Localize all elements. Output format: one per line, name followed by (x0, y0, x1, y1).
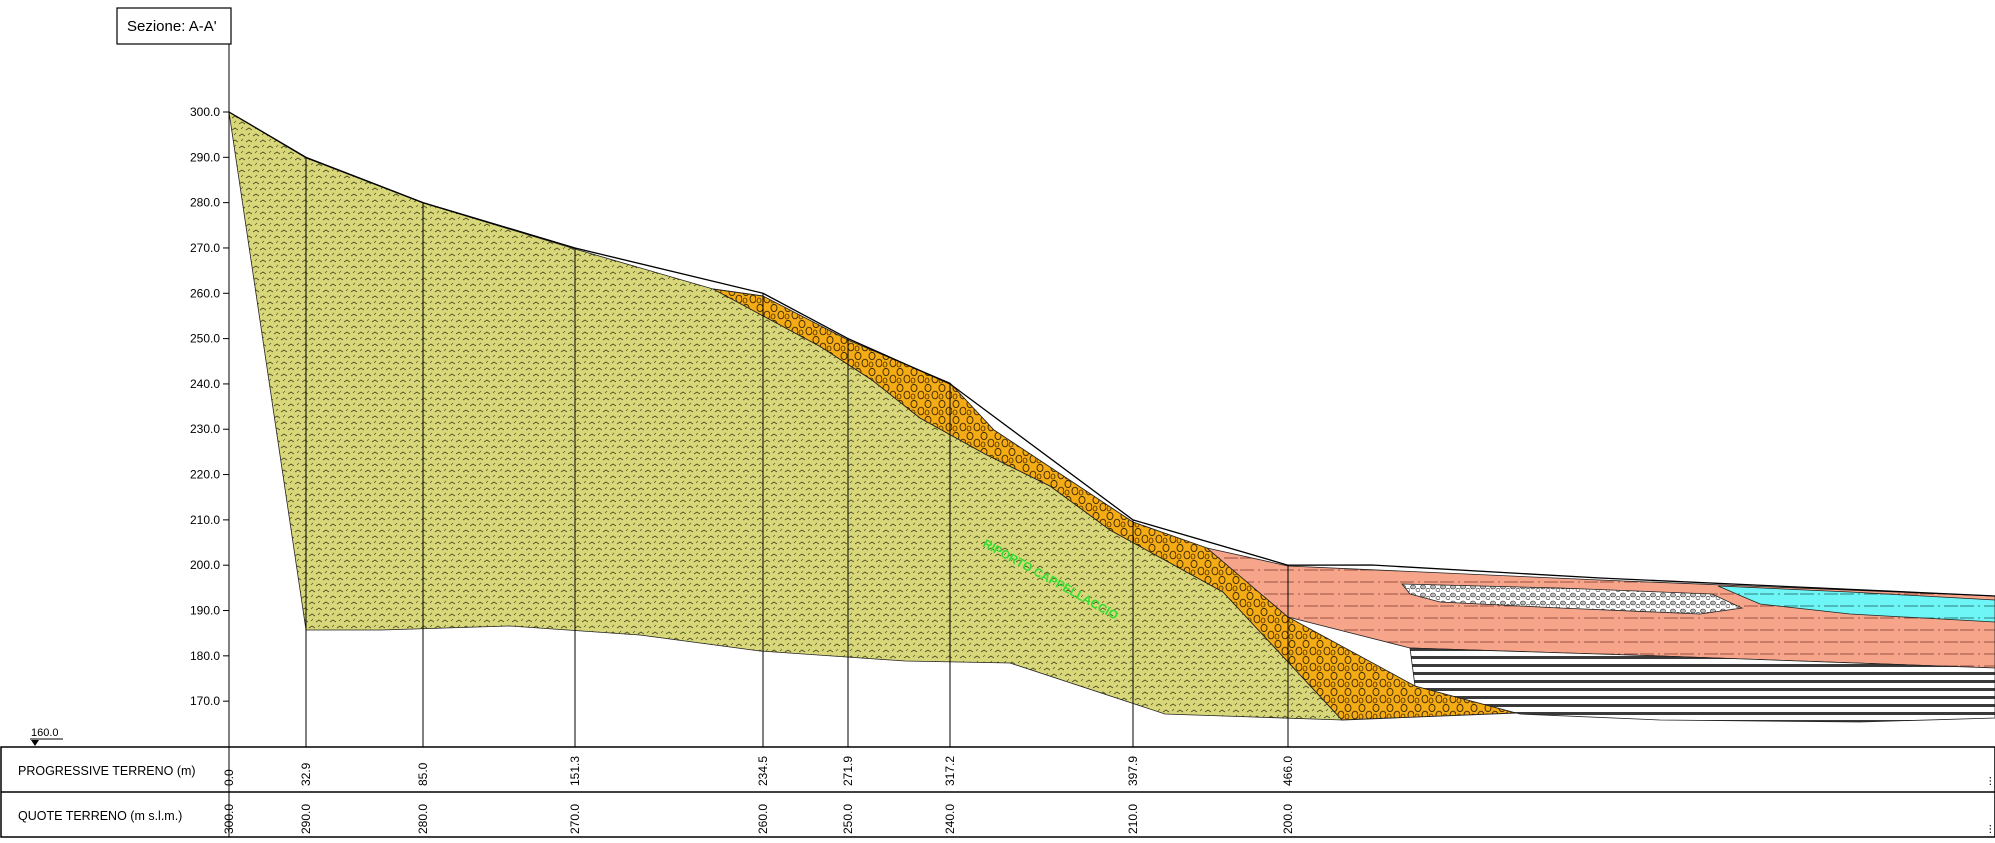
y-tick-label: 170.0 (190, 694, 220, 708)
y-tick-label: 250.0 (190, 332, 220, 346)
progressive-value: 317.2 (943, 756, 957, 786)
quote-value: 250.0 (841, 804, 855, 834)
cyan-layer (1717, 585, 1995, 623)
y-tick-label: 210.0 (190, 513, 220, 527)
table-row2-label: QUOTE TERRENO (m s.l.m.) (18, 809, 182, 823)
quote-value: ... (1980, 824, 1994, 834)
station-lines (305, 157, 1289, 747)
y-tick-label: 220.0 (190, 468, 220, 482)
y-tick-label: 260.0 (190, 286, 220, 300)
progressive-value: 85.0 (416, 762, 430, 786)
progressive-value: 151.3 (568, 756, 582, 786)
y-tick-label: 190.0 (190, 604, 220, 618)
table-values: 0.0 32.9 85.0 151.3 234.5 271.9 317.2 397.9 466.… (222, 756, 1994, 834)
y-tick-label: 270.0 (190, 241, 220, 255)
y-tick-label: 180.0 (190, 649, 220, 663)
quote-value: 200.0 (1281, 804, 1295, 834)
quote-value: 300.0 (222, 804, 236, 834)
y-tick-label: 240.0 (190, 377, 220, 391)
progressive-value: 466.0 (1281, 756, 1295, 786)
y-tick-label: 300.0 (190, 105, 220, 119)
y-tick-label: 280.0 (190, 196, 220, 210)
progressive-value: 234.5 (756, 756, 770, 786)
section-title-box (116, 7, 232, 45)
progressive-value: 0.0 (222, 769, 236, 786)
section-title: Sezione: A-A' (127, 18, 217, 35)
progressive-value: ... (1980, 776, 1994, 786)
quote-value: 280.0 (416, 804, 430, 834)
y-tick-label: 200.0 (190, 558, 220, 572)
quote-value: 210.0 (1126, 804, 1140, 834)
y-tick-label: 290.0 (190, 150, 220, 164)
progressive-value: 397.9 (1126, 756, 1140, 786)
y-tick-label: 230.0 (190, 422, 220, 436)
y-axis-ticks: 300.0 290.0 280.0 270.0 260.0 250.0 240.0 230.0… (190, 105, 229, 708)
pebble-lens (1401, 583, 1744, 615)
data-table: PROGRESSIVE TERRENO (m) QUOTE TERRENO (m… (0, 746, 1995, 838)
table-row1-label: PROGRESSIVE TERRENO (m) (18, 764, 196, 778)
progressive-value: 32.9 (299, 762, 313, 786)
datum-arrow-icon (31, 740, 39, 746)
quote-value: 240.0 (943, 804, 957, 834)
ground-profile-line (228, 111, 1995, 597)
olive-layer (228, 111, 1343, 721)
striped-layer (1409, 647, 1995, 723)
progressive-value: 271.9 (841, 756, 855, 786)
datum-label: 160.0 (31, 727, 59, 739)
quote-value: 260.0 (756, 804, 770, 834)
quote-value: 290.0 (299, 804, 313, 834)
quote-value: 270.0 (568, 804, 582, 834)
